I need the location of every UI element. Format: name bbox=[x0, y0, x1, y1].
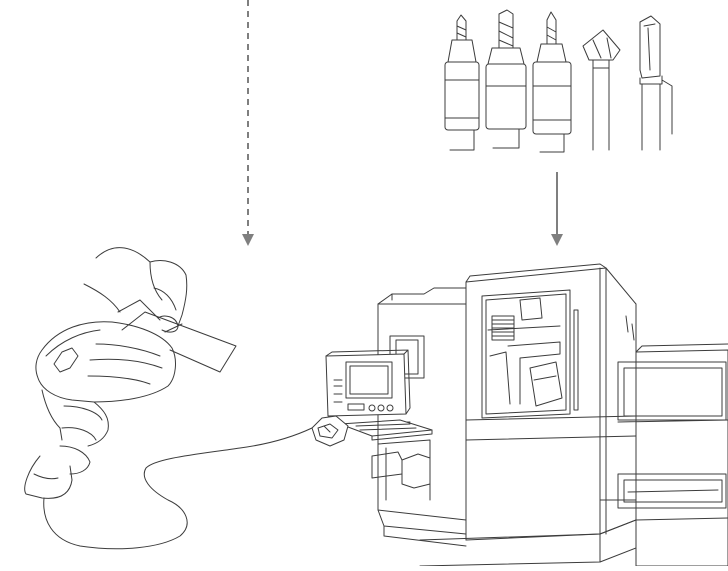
scanner-grip bbox=[41, 389, 63, 441]
tool-holder-5 bbox=[639, 15, 673, 151]
cnc-machine-icon bbox=[311, 263, 728, 567]
machine-window bbox=[481, 289, 571, 419]
tool-holder-4 bbox=[582, 29, 621, 151]
scanner-body bbox=[35, 321, 176, 403]
bar-feeder-window bbox=[617, 361, 727, 421]
keyboard-shelf bbox=[339, 419, 433, 437]
handheld-barcode-scanner-icon bbox=[24, 247, 237, 499]
bar-feeder-drawer bbox=[617, 473, 727, 509]
control-panel bbox=[325, 353, 407, 417]
tool-holder-3 bbox=[532, 11, 572, 153]
tools-flow-arrow bbox=[551, 172, 563, 246]
coolant-tank bbox=[401, 453, 431, 489]
bar-feeder bbox=[635, 349, 728, 567]
tool-holder-1 bbox=[444, 14, 480, 151]
upper-hand bbox=[95, 247, 188, 327]
scanner-cradle bbox=[311, 415, 349, 447]
scan-flow-arrow bbox=[242, 0, 254, 246]
scanner-cable bbox=[43, 427, 313, 550]
machine-enclosure bbox=[465, 267, 637, 541]
tool-holder-2 bbox=[485, 9, 527, 149]
barcode-tag bbox=[121, 311, 237, 373]
control-screen bbox=[345, 361, 393, 399]
cutting-tools-icon bbox=[444, 9, 673, 153]
